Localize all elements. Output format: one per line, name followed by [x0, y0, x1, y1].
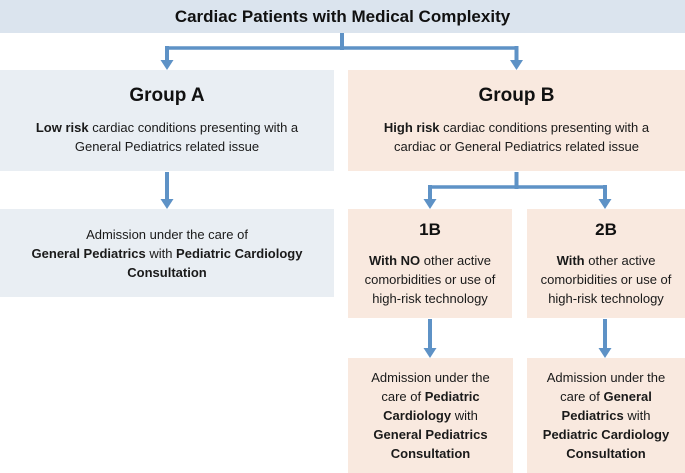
arrow-down-icon [598, 348, 612, 358]
arrow-down-icon [423, 199, 437, 209]
arrow-down-icon [160, 60, 174, 70]
group-b-description: High risk cardiac conditions presenting … [383, 120, 650, 154]
arrow-down-icon [598, 199, 612, 209]
connector-group-b-to-subgroups [423, 172, 612, 209]
arrow-down-icon [160, 199, 174, 209]
group-b-heading: Group B [478, 85, 555, 106]
connector-root-to-groups [160, 33, 523, 70]
subgroup-2b-heading: 2B [595, 219, 617, 239]
group-a-heading: Group A [129, 85, 205, 106]
page-title: Cardiac Patients with Medical Complexity [0, 0, 685, 33]
arrow-1b-to-outcome [423, 319, 437, 358]
arrow-group-a-to-outcome [160, 172, 174, 209]
node-group-b: Group B High risk cardiac conditions pre… [348, 70, 685, 171]
subgroup-1b-heading: 1B [419, 219, 441, 239]
arrow-down-icon [423, 348, 437, 358]
node-group-a: Group A Low risk cardiac conditions pres… [0, 70, 334, 171]
arrow-down-icon [510, 60, 523, 70]
arrow-2b-to-outcome [598, 319, 612, 358]
group-a-description: Low risk cardiac conditions presenting w… [35, 120, 299, 154]
